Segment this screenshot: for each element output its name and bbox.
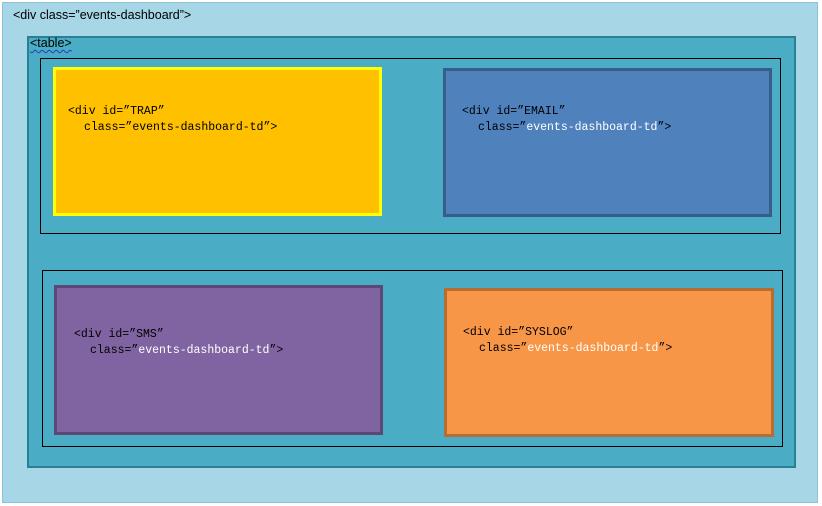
cell-sms-class-suffix: ”> bbox=[269, 344, 284, 357]
cell-syslog-class-prefix: class=” bbox=[479, 342, 528, 355]
cell-syslog-class-name: events-dashboard-td bbox=[527, 342, 659, 355]
cell-syslog-class-suffix: ”> bbox=[658, 342, 673, 355]
table-label: <table> bbox=[30, 36, 72, 50]
cell-email-class-name: events-dashboard-td bbox=[526, 121, 658, 134]
cell-syslog bbox=[444, 288, 774, 437]
cell-sms bbox=[54, 285, 383, 435]
cell-sms-line1: <div id=”SMS” bbox=[74, 328, 164, 341]
cell-email-line1: <div id=”EMAIL” bbox=[462, 105, 566, 118]
cell-trap bbox=[53, 67, 382, 216]
cell-syslog-line1: <div id=”SYSLOG” bbox=[463, 326, 574, 339]
cell-trap-class-prefix: class=” bbox=[84, 121, 133, 134]
events-dashboard-label: <div class=”events-dashboard”> bbox=[13, 8, 192, 22]
cell-sms-line2: class=”events-dashboard-td”> bbox=[74, 343, 283, 359]
cell-trap-line1: <div id=”TRAP” bbox=[68, 105, 165, 118]
cell-email-code: <div id=”EMAIL” class=”events-dashboard-t… bbox=[462, 104, 671, 136]
cell-sms-code: <div id=”SMS” class=”events-dashboard-td”… bbox=[74, 327, 283, 359]
cell-trap-line2: class=”events-dashboard-td”> bbox=[68, 120, 277, 136]
table-row-1 bbox=[40, 58, 781, 234]
cell-email-line2: class=”events-dashboard-td”> bbox=[462, 120, 671, 136]
table-row-2 bbox=[42, 270, 783, 447]
cell-email-class-suffix: ”> bbox=[657, 121, 672, 134]
cell-trap-class-name: events-dashboard-td bbox=[132, 121, 264, 134]
cell-syslog-line2: class=”events-dashboard-td”> bbox=[463, 341, 672, 357]
cell-email-class-prefix: class=” bbox=[478, 121, 527, 134]
cell-trap-class-suffix: ”> bbox=[263, 121, 278, 134]
table-label-text: <table> bbox=[30, 36, 72, 50]
cell-sms-class-name: events-dashboard-td bbox=[138, 344, 270, 357]
cell-email bbox=[443, 68, 772, 217]
cell-sms-class-prefix: class=” bbox=[90, 344, 139, 357]
cell-trap-code: <div id=”TRAP” class=”events-dashboard-td… bbox=[68, 104, 277, 136]
cell-syslog-code: <div id=”SYSLOG” class=”events-dashboard-… bbox=[463, 325, 672, 357]
